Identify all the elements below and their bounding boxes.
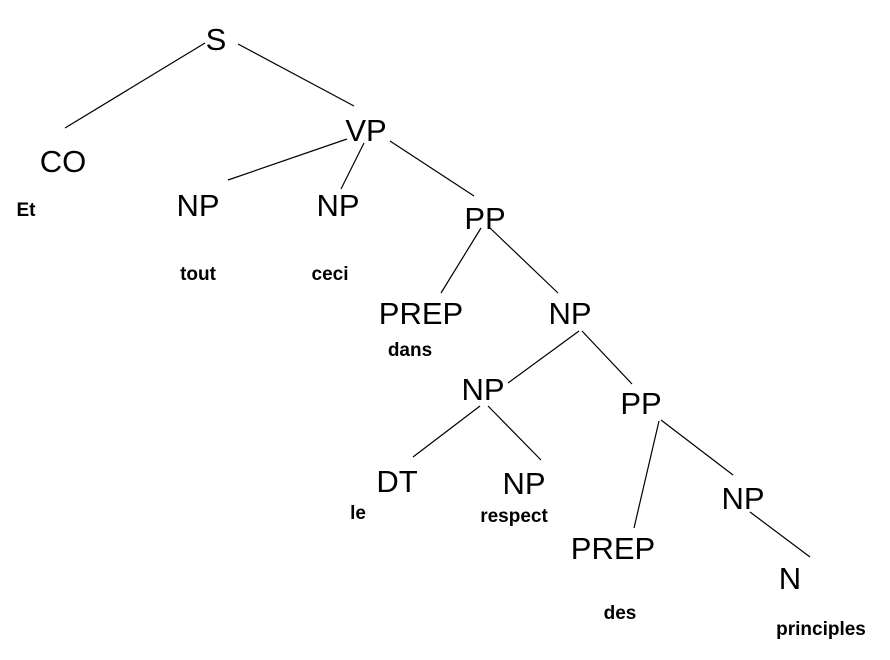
tree-edge-vp-to-pp1	[389, 140, 475, 197]
tree-node-pp1: PP	[464, 201, 506, 236]
tree-node-prep2: PREP	[570, 531, 656, 566]
tree-edge-pp1-to-prep1	[440, 227, 482, 294]
tree-node-pp2: PP	[620, 386, 662, 421]
tree-edge-pp1-to-np_big	[489, 227, 559, 294]
tree-node-np_resp2: NP	[502, 466, 546, 501]
tree-leaf-ceci: ceci	[311, 264, 349, 285]
tree-node-vp: VP	[345, 113, 387, 148]
tree-leaf-tout: tout	[180, 264, 216, 285]
tree-node-np_ceci: NP	[316, 188, 360, 223]
tree-edge-s-to-vp	[237, 43, 355, 107]
tree-edge-vp-to-np_ceci	[340, 142, 365, 190]
tree-node-s: S	[205, 22, 227, 57]
tree-node-np_tout: NP	[176, 188, 220, 223]
tree-node-n: N	[778, 561, 802, 596]
tree-edge-np_resp-to-dt	[412, 405, 481, 458]
tree-node-co: CO	[39, 144, 87, 179]
tree-leaf-dans: dans	[387, 340, 433, 361]
tree-edge-np_resp-to-np_resp2	[487, 405, 542, 461]
tree-leaf-principles: principles	[776, 619, 866, 640]
tree-leaf-des: des	[603, 603, 637, 624]
tree-edge-np_big-to-np_resp	[507, 330, 580, 384]
tree-node-np_resp: NP	[461, 372, 505, 407]
tree-node-prep1: PREP	[378, 296, 464, 331]
tree-leaf-respect: respect	[480, 506, 548, 527]
tree-edge-pp2-to-prep2	[633, 420, 660, 529]
tree-edge-s-to-co	[64, 42, 206, 129]
tree-leaf-le: le	[350, 503, 366, 524]
tree-node-np_princ: NP	[721, 481, 765, 516]
tree-node-np_big: NP	[548, 296, 592, 331]
tree-edge-np_princ-to-n	[749, 511, 811, 558]
tree-node-dt: DT	[376, 464, 418, 499]
tree-edge-vp-to-np_tout	[227, 138, 348, 181]
tree-leaf-et: Et	[16, 200, 36, 221]
tree-edge-np_big-to-pp2	[581, 330, 633, 385]
tree-edge-pp2-to-np_princ	[660, 419, 734, 476]
